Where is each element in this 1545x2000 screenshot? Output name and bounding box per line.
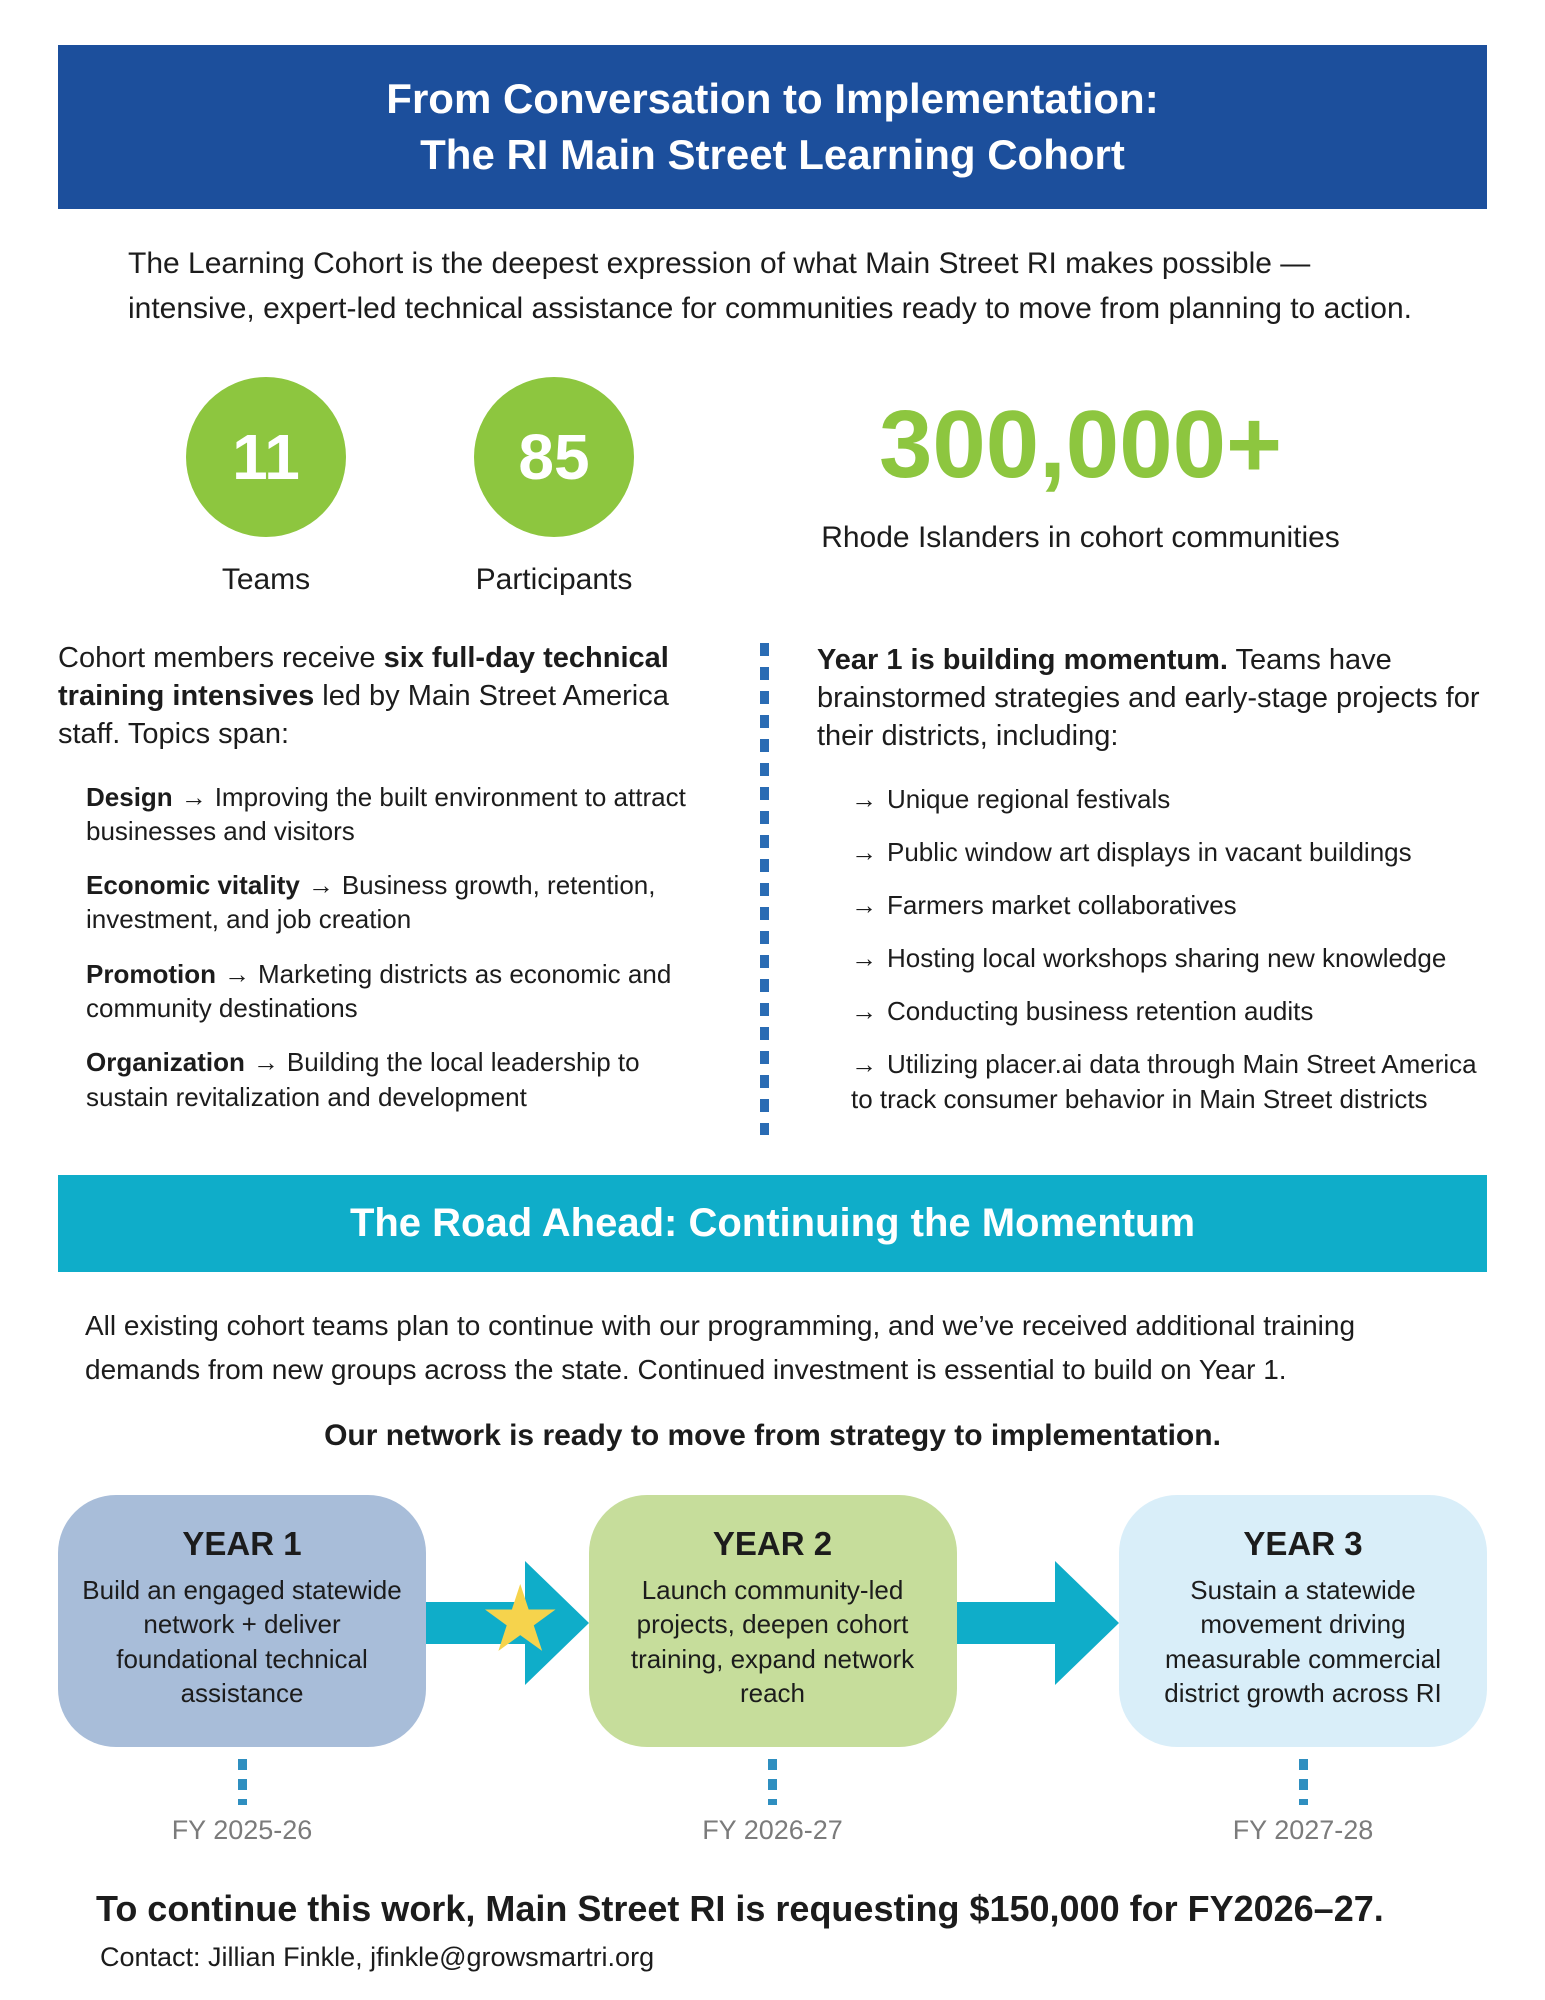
stat-label-participants: Participants bbox=[475, 562, 633, 596]
stat-population: 300,000+ Rhode Islanders in cohort commu… bbox=[634, 390, 1487, 555]
arrow-glyph: → bbox=[851, 836, 877, 867]
stat-value-teams: 11 bbox=[232, 420, 300, 493]
dotted-connector bbox=[768, 1758, 777, 1805]
arrow-glyph: → bbox=[851, 783, 877, 814]
dotted-connector bbox=[237, 1758, 247, 1805]
arrow-bar bbox=[426, 1601, 525, 1644]
funding-request: To continue this work, Main Street RI is… bbox=[96, 1887, 1384, 1929]
big-stat-label: Rhode Islanders in cohort communities bbox=[821, 520, 1340, 554]
topic-desc: Improving the built environment to attra… bbox=[86, 781, 686, 846]
projects-list: → Unique regional festivals → Public windo… bbox=[817, 782, 1487, 1118]
project-text: Public window art displays in vacant bui… bbox=[887, 836, 1412, 867]
training-lead-bold: six full-day technical training intensiv… bbox=[58, 641, 669, 712]
roadmap-year-3: YEAR 3 Sustain a statewide movement driv… bbox=[1119, 1494, 1487, 1846]
momentum-lead: Year 1 is building momentum. Teams have … bbox=[817, 641, 1487, 756]
topic-term: Promotion bbox=[86, 958, 216, 989]
stat-label-teams: Teams bbox=[221, 562, 311, 596]
header-banner: From Conversation to Implementation: The… bbox=[58, 45, 1487, 209]
momentum-lead-bold: Year 1 is building momentum. bbox=[817, 643, 1228, 676]
dotted-divider bbox=[760, 642, 769, 1136]
arrow-glyph: → bbox=[180, 781, 207, 812]
arrow-glyph: → bbox=[252, 1047, 279, 1078]
topic-term: Design bbox=[86, 781, 173, 812]
stat-participants: 85 Participants bbox=[474, 376, 634, 597]
project-text: Hosting local workshops sharing new know… bbox=[887, 942, 1447, 973]
star-icon: ★ bbox=[479, 1568, 562, 1671]
arrow-glyph: → bbox=[224, 958, 250, 989]
intro-paragraph: The Learning Cohort is the deepest expre… bbox=[128, 241, 1545, 331]
stat-circle-participants: 85 bbox=[474, 376, 634, 537]
header-title-line1: From Conversation to Implementation: bbox=[386, 75, 1159, 122]
stat-circle-teams: 11 bbox=[186, 376, 346, 537]
stats-section: 11 Teams 85 Participants 300,000+ Rhode … bbox=[186, 376, 1487, 597]
project-item: → Hosting local workshops sharing new kno… bbox=[851, 941, 1487, 976]
project-item: → Conducting business retention audits bbox=[851, 994, 1487, 1029]
project-item: →Utilizing placer.ai data through Main S… bbox=[851, 1047, 1487, 1117]
topic-item-promotion: Promotion →Marketing districts as economi… bbox=[86, 957, 708, 1026]
topic-term: Organization bbox=[86, 1047, 245, 1078]
fiscal-year-label: FY 2025-26 bbox=[171, 1814, 313, 1845]
network-callout: Our network is ready to move from strate… bbox=[324, 1418, 1221, 1452]
road-ahead-paragraph: All existing cohort teams plan to contin… bbox=[85, 1304, 1545, 1391]
contact-line: Contact: Jillian Finkle, jfinkle@growsma… bbox=[100, 1941, 655, 1972]
arrow-glyph: → bbox=[851, 942, 877, 973]
arrow-right-icon bbox=[956, 1560, 1119, 1685]
year-desc: Build an engaged statewide network + del… bbox=[82, 1574, 402, 1708]
topic-item-design: Design→Improving the built environment t… bbox=[86, 780, 708, 849]
arrow-head bbox=[1055, 1560, 1119, 1685]
momentum-lead-post: Teams have brainstormed strategies and e… bbox=[817, 643, 1480, 753]
project-text: Unique regional festivals bbox=[887, 783, 1171, 814]
stat-teams: 11 Teams bbox=[186, 376, 346, 597]
year1-box: YEAR 1 Build an engaged statewide networ… bbox=[58, 1494, 426, 1747]
year2-box: YEAR 2 Launch community-led projects, de… bbox=[588, 1494, 957, 1747]
columns-section: Cohort members receive six full-day tech… bbox=[58, 639, 1487, 1136]
training-column: Cohort members receive six full-day tech… bbox=[58, 639, 708, 1135]
intro-line-1: The Learning Cohort is the deepest expre… bbox=[128, 246, 1311, 280]
topics-list: Design→Improving the built environment t… bbox=[58, 780, 708, 1115]
roadmap-section: YEAR 1 Build an engaged statewide networ… bbox=[58, 1494, 1487, 1846]
fiscal-year-label: FY 2027-28 bbox=[1232, 1814, 1374, 1845]
topic-item-organization: Organization→Building the local leadersh… bbox=[86, 1045, 708, 1114]
intro-line-2: intensive, expert-led technical assistan… bbox=[128, 291, 1412, 325]
year-title: YEAR 3 bbox=[1243, 1524, 1363, 1562]
year-desc: Sustain a statewide movement driving mea… bbox=[1164, 1574, 1442, 1708]
big-stat-value: 300,000+ bbox=[878, 390, 1283, 498]
road-ahead-banner: The Road Ahead: Continuing the Momentum bbox=[58, 1175, 1487, 1273]
topic-term: Economic vitality bbox=[86, 870, 300, 901]
project-text: Farmers market collaboratives bbox=[887, 889, 1237, 920]
arrow-glyph: → bbox=[851, 995, 877, 1026]
year-desc: Launch community-led projects, deepen co… bbox=[630, 1574, 915, 1708]
topic-item-economic-vitality: Economic vitality→Business growth, reten… bbox=[86, 868, 708, 937]
project-item: → Unique regional festivals bbox=[851, 782, 1487, 817]
project-text: Conducting business retention audits bbox=[887, 995, 1314, 1026]
year-title: YEAR 1 bbox=[182, 1524, 302, 1562]
project-text: Utilizing placer.ai data through Main St… bbox=[851, 1048, 1477, 1115]
training-lead: Cohort members receive six full-day tech… bbox=[58, 639, 708, 754]
year3-box: YEAR 3 Sustain a statewide movement driv… bbox=[1119, 1494, 1487, 1747]
arrow-bar bbox=[956, 1601, 1055, 1644]
training-lead-post: led by Main Street America staff. Topics… bbox=[58, 679, 669, 751]
topic-desc: Building the local leadership to sustain… bbox=[86, 1047, 640, 1112]
arrow-glyph: → bbox=[307, 870, 334, 901]
arrow-head bbox=[524, 1560, 589, 1685]
topic-desc: Marketing districts as economic and comm… bbox=[86, 958, 672, 1024]
stat-value-participants: 85 bbox=[518, 420, 590, 493]
momentum-column: Year 1 is building momentum. Teams have … bbox=[817, 639, 1487, 1135]
header-title-line2: The RI Main Street Learning Cohort bbox=[420, 130, 1125, 178]
road-paragraph-line2: demands from new groups across the state… bbox=[85, 1353, 1287, 1385]
project-item: → Farmers market collaboratives bbox=[851, 888, 1487, 923]
year-title: YEAR 2 bbox=[712, 1524, 833, 1562]
arrow-glyph: → bbox=[851, 1048, 877, 1079]
roadmap-year-2: YEAR 2 Launch community-led projects, de… bbox=[588, 1494, 957, 1846]
dotted-connector bbox=[1298, 1758, 1308, 1805]
arrow-glyph: → bbox=[851, 889, 877, 920]
road-paragraph-line1: All existing cohort teams plan to contin… bbox=[85, 1310, 1356, 1342]
roadmap-year-1: YEAR 1 Build an engaged statewide networ… bbox=[58, 1494, 426, 1846]
arrow-right-icon: ★ bbox=[426, 1560, 589, 1685]
training-lead-pre: Cohort members receive bbox=[58, 641, 384, 674]
fiscal-year-label: FY 2026-27 bbox=[702, 1814, 843, 1845]
topic-desc: Business growth, retention, investment, … bbox=[86, 870, 656, 935]
project-item: → Public window art displays in vacant bu… bbox=[851, 835, 1487, 870]
